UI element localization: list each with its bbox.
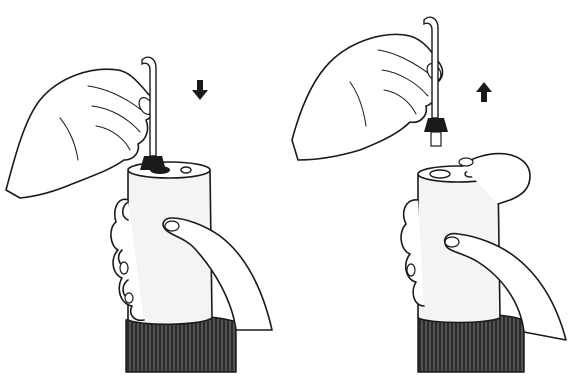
panel-insert-nozzle (6, 57, 272, 372)
nozzle-collar (424, 118, 448, 132)
fingernail (120, 262, 128, 274)
arrow-up-icon (476, 82, 492, 102)
fingernail (125, 293, 133, 303)
upper-hand (292, 34, 442, 160)
thumbnail (459, 158, 473, 166)
arrow-down-icon (192, 80, 208, 100)
thumbnail (165, 221, 179, 231)
fingernail (407, 264, 415, 276)
thumbnail (445, 237, 459, 247)
nozzle-socket (430, 170, 450, 178)
nozzle-collar (140, 156, 166, 170)
nozzle-tip-stem (431, 132, 441, 146)
panel-remove-nozzle (292, 17, 566, 372)
